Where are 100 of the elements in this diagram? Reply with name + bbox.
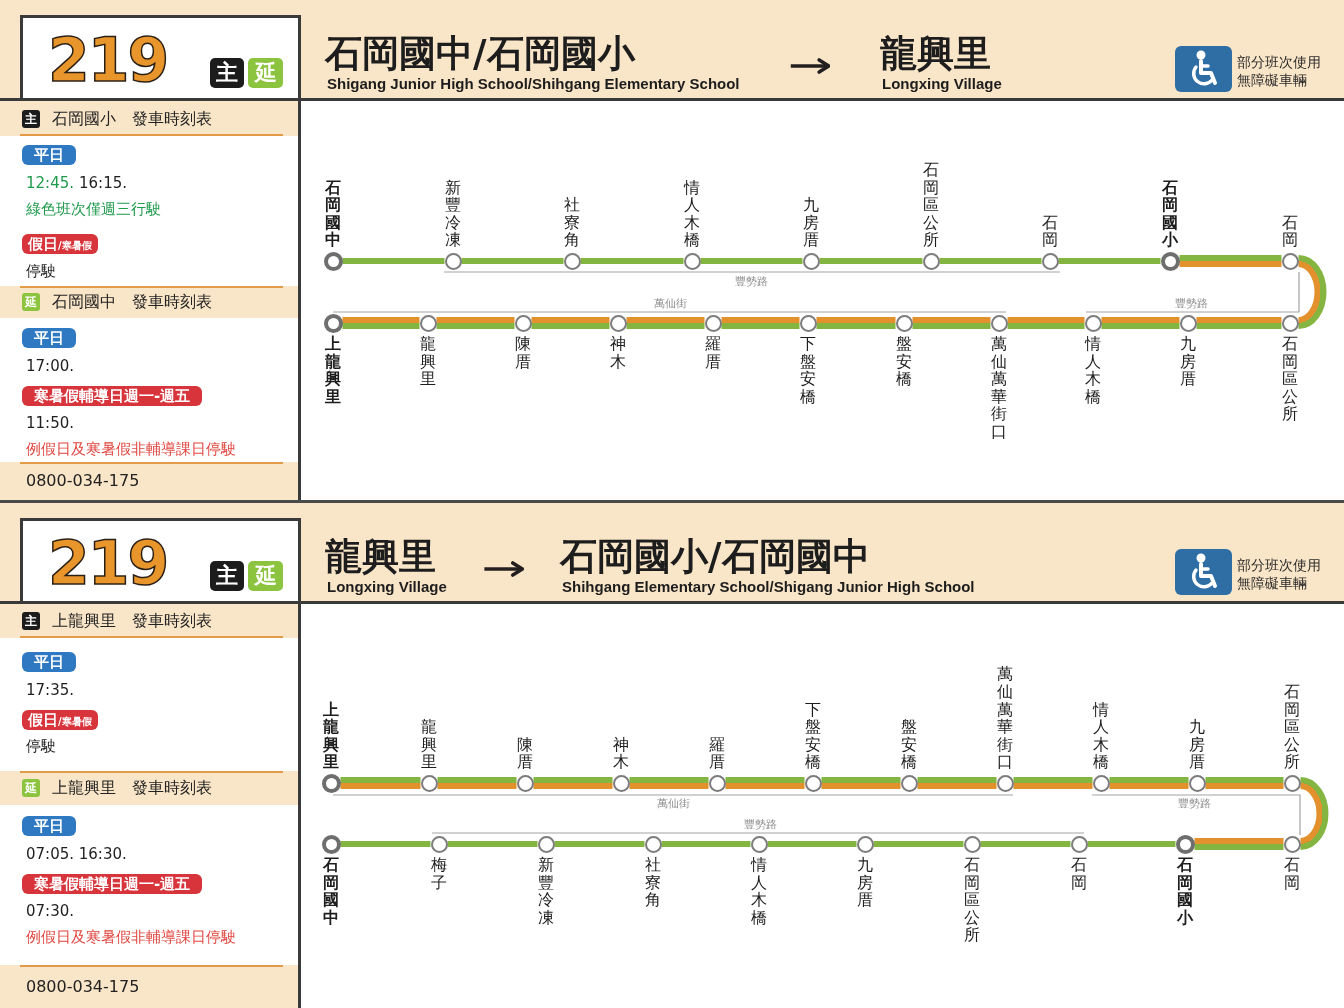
route-type-tag: 主 (210, 58, 244, 88)
route-line (767, 841, 857, 847)
stop-name: 石岡 (1042, 213, 1058, 249)
departure-time: 07:05. 16:30. (26, 845, 127, 863)
service-day-text: 假日 (28, 711, 58, 729)
route-type-tag: 延 (22, 779, 40, 797)
route-line (340, 777, 421, 789)
service-day-tag: 平日 (22, 816, 76, 836)
route-line (1101, 317, 1180, 329)
stop-name: 下盤安橋 (800, 335, 816, 406)
service-note: 例假日及寒暑假非輔導課日停駛 (26, 440, 236, 458)
departure-time: 11:50. (26, 414, 74, 432)
origin-name: 龍興里 (325, 536, 436, 578)
route-type-tag: 主 (22, 612, 40, 630)
route-line (917, 777, 997, 789)
phone-number: 0800-034-175 (26, 976, 140, 997)
stop-name: 神木 (613, 735, 629, 771)
stop-name: 石岡國中 (323, 856, 339, 927)
stop-name: 九房厝 (1180, 335, 1196, 388)
stop-name: 萬仙萬華街口 (997, 665, 1013, 771)
stop-name: 上龍興里 (325, 335, 341, 406)
route-line (1058, 258, 1161, 264)
route-line (1179, 255, 1282, 267)
departure-time: 17:35. (26, 681, 74, 699)
route-line (531, 317, 610, 329)
service-day-tag: 平日 (22, 145, 76, 165)
section-header-bar (0, 101, 298, 136)
service-note: 停駛 (26, 737, 56, 755)
route-line (912, 317, 991, 329)
stop-name: 盤安橋 (901, 718, 917, 771)
service-note: 例假日及寒暑假非輔導課日停駛 (26, 928, 236, 946)
stop-name: 梅子 (431, 856, 447, 892)
stop-name: 石岡區公所 (964, 856, 980, 944)
departure-time: 17:00. (26, 357, 74, 375)
route-line (629, 777, 709, 789)
origin-english-name: Longxing Village (327, 578, 447, 595)
stop-name: 石岡區公所 (1284, 683, 1300, 771)
stop-name: 石岡 (1282, 213, 1298, 249)
service-day-tag: 平日 (22, 328, 76, 348)
route-line (939, 258, 1042, 264)
service-day-text: 假日 (28, 235, 58, 253)
footer-bar (0, 462, 298, 500)
stop-name: 石岡 (1284, 856, 1300, 892)
accessibility-note: 部分班次使用無障礙車輛 (1237, 53, 1322, 89)
route-line (342, 317, 420, 329)
accessibility-note: 部分班次使用無障礙車輛 (1237, 556, 1322, 592)
destination-english-name: Shihgang Elementary School/Shigang Junior High School (562, 578, 975, 595)
stop-name: 新豐冷凍 (538, 856, 554, 927)
stop-name: 情人木橋 (751, 856, 767, 927)
service-day-tag: 平日 (22, 652, 76, 672)
route-line (725, 777, 805, 789)
phone-number: 0800-034-175 (26, 471, 140, 491)
stop-name: 新豐冷凍 (445, 178, 461, 249)
route-line (554, 841, 645, 847)
departure-stop-name: 石岡國小 (52, 108, 116, 129)
route-line (436, 317, 515, 329)
timetable-heading: 發車時刻表 (132, 292, 212, 312)
route-line (461, 258, 564, 264)
route-line (340, 841, 431, 847)
stop-name: 石岡國小 (1177, 856, 1193, 927)
stop-name: 下盤安橋 (805, 700, 821, 771)
street-name: 豐勢路 (1177, 796, 1211, 810)
section-header-bar (0, 604, 298, 638)
service-note: 綠色班次僅週三行駛 (26, 200, 161, 218)
service-day-tag: 寒暑假輔導日週一-週五 (22, 386, 203, 406)
route-line (721, 317, 800, 329)
stop-name: 石岡國中 (325, 178, 341, 249)
route-line (1007, 317, 1085, 329)
route-line (980, 841, 1071, 847)
stop-name: 陳厝 (517, 735, 533, 771)
route-type-tag: 主 (22, 109, 40, 128)
route-line (1087, 841, 1176, 847)
stop-name: 石岡 (1071, 856, 1087, 892)
route-line (447, 841, 538, 847)
timetable-heading: 發車時刻表 (132, 611, 212, 631)
origin-name: 石岡國中/石岡國小 (325, 33, 635, 75)
departure-time: 12:45. (26, 174, 74, 192)
route-number-panel (20, 15, 301, 101)
destination-name: 石岡國小/石岡國中 (560, 536, 870, 578)
route-line (816, 317, 896, 329)
stop-name: 盤安橋 (896, 335, 912, 388)
route-line (1196, 317, 1282, 329)
origin-english-name: Shigang Junior High School/Shihgang Elementary School (327, 75, 740, 92)
route-line (1205, 777, 1284, 789)
section-header-bar (0, 286, 298, 318)
service-day-tag (22, 234, 98, 254)
service-day-subtext: /寒暑假 (58, 239, 92, 252)
stop-name: 羅厝 (705, 335, 721, 371)
arrow (790, 58, 831, 74)
route-number-panel (20, 518, 301, 604)
section-header-bar (0, 771, 298, 805)
arrow (484, 561, 525, 577)
stop-name: 九房厝 (803, 196, 819, 249)
departure-time: 07:30. (26, 902, 74, 920)
route-line (821, 777, 901, 789)
stop-name: 情人木橋 (1093, 700, 1109, 771)
service-day-tag (22, 710, 98, 730)
street-name: 豐勢路 (1174, 296, 1208, 310)
destination-name: 龍興里 (880, 33, 991, 75)
route-line (873, 841, 964, 847)
